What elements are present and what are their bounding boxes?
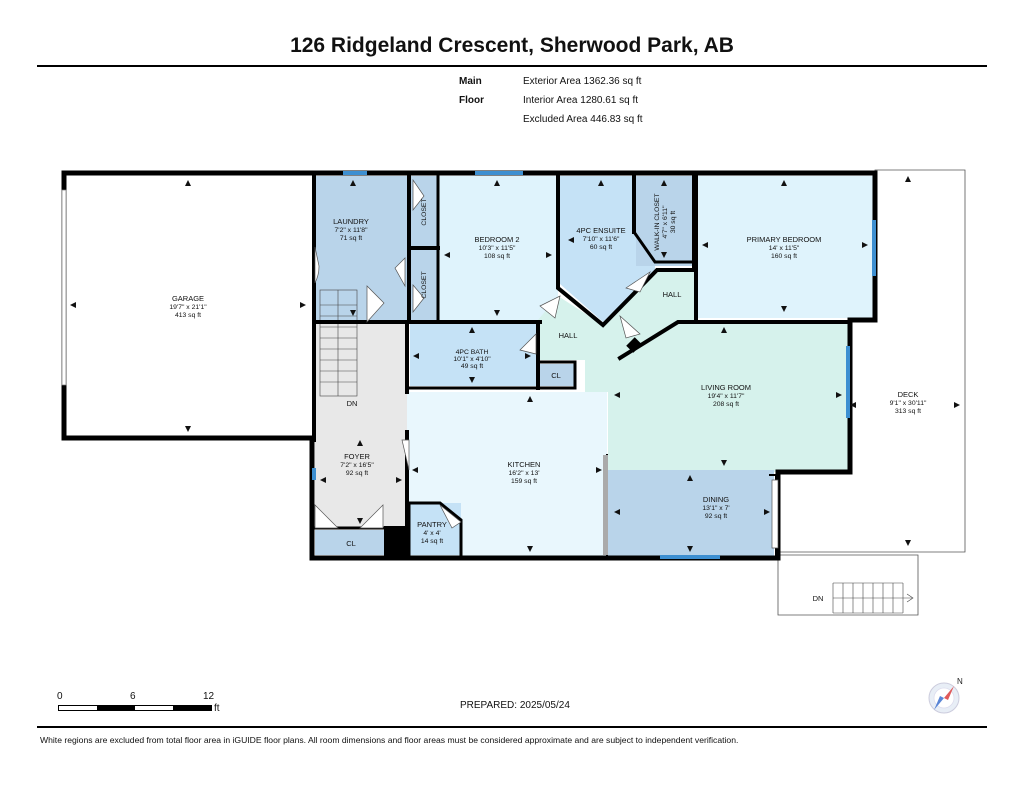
- primary-bedroom-label: PRIMARY BEDROOM: [747, 235, 822, 244]
- scale-bar: [58, 705, 212, 711]
- closet-upper-label: CLOSET: [421, 198, 428, 225]
- foyer-label: FOYER: [344, 452, 370, 461]
- dimension-markers: [70, 176, 960, 552]
- kitchen-area-text: 159 sq ft: [511, 478, 537, 485]
- deck-stairs-label: DN: [813, 594, 824, 603]
- room-labels: GARAGE 19'7" x 21'1" 413 sq ft LAUNDRY 7…: [169, 193, 927, 603]
- foyer-area-text: 92 sq ft: [346, 470, 368, 477]
- bedroom2-area-text: 108 sq ft: [484, 253, 510, 260]
- dining-dims: 13'1" x 7': [702, 505, 729, 512]
- compass-icon: N: [928, 677, 963, 714]
- bath-dims: 10'1" x 4'10": [453, 356, 491, 363]
- dining-label: DINING: [703, 495, 729, 504]
- deck-steps-area: [777, 554, 919, 616]
- bedroom2-area: [438, 176, 558, 321]
- scale-label-12: 12: [203, 691, 215, 702]
- foyer-dims: 7'2" x 16'5": [340, 462, 374, 469]
- bedroom2-label: BEDROOM 2: [474, 235, 519, 244]
- pantry-label: PANTRY: [417, 520, 447, 529]
- deck-label: DECK: [898, 390, 919, 399]
- primary-bedroom-dims: 14' x 11'5": [769, 245, 800, 252]
- bath-closet-area: [538, 364, 574, 386]
- ensuite-dims: 7'10" x 11'6": [583, 236, 620, 243]
- kitchen-dims: 16'2" x 13': [508, 470, 539, 477]
- interior-area: Interior Area 1280.61 sq ft: [523, 95, 639, 106]
- foyer-closet-area: [315, 530, 385, 555]
- kitchen-label: KITCHEN: [508, 460, 541, 469]
- living-room-dims: 19'4" x 11'7": [708, 393, 745, 400]
- bath-closet-label: CL: [551, 371, 561, 380]
- primary-bedroom-area: [696, 176, 874, 318]
- compass-north-label: N: [957, 677, 963, 686]
- foyer-area: [315, 322, 407, 528]
- bath-area-text: 49 sq ft: [461, 363, 483, 370]
- garage-door: [61, 189, 67, 386]
- windows: [312, 171, 876, 559]
- ensuite-label: 4PC ENSUITE: [576, 226, 625, 235]
- garage-label: GARAGE: [172, 294, 204, 303]
- footnote: White regions are excluded from total fl…: [40, 735, 739, 745]
- scale-label-6: 6: [130, 691, 136, 702]
- floor-label: Main Floor: [459, 76, 484, 106]
- doors: [314, 178, 779, 555]
- living-room-area-text: 208 sq ft: [713, 401, 739, 408]
- hall-lower-label: HALL: [559, 331, 578, 340]
- living-room-label: LIVING ROOM: [701, 383, 751, 392]
- deck-stairs: [832, 582, 914, 614]
- scale-label-0: 0: [57, 691, 63, 702]
- walkin-closet-dims: 4'7" x 6'11": [662, 205, 669, 239]
- header-rule: [37, 65, 987, 67]
- exterior-area: Exterior Area 1362.36 sq ft: [523, 76, 642, 87]
- garage-area: [64, 173, 312, 439]
- foyer-closet-label: CL: [346, 539, 356, 548]
- walkin-closet-area-text: 30 sq ft: [670, 211, 677, 233]
- pantry-area: [409, 503, 461, 555]
- garage-area-text: 413 sq ft: [175, 312, 201, 319]
- closet-lower-label: CLOSET: [421, 271, 428, 298]
- hall-upper-label: HALL: [663, 290, 682, 299]
- prepared-date: PREPARED: 2025/05/24: [460, 700, 570, 711]
- pantry-area-text: 14 sq ft: [421, 538, 443, 545]
- walkin-closet-label: WALK-IN CLOSET: [654, 193, 661, 250]
- laundry-area: [315, 176, 408, 321]
- footer-rule: [37, 726, 987, 728]
- interior-stairs: [319, 289, 358, 397]
- page-title: 126 Ridgeland Crescent, Sherwood Park, A…: [290, 34, 734, 57]
- laundry-area-text: 71 sq ft: [340, 235, 362, 242]
- garage-dims: 19'7" x 21'1": [169, 304, 207, 311]
- scale-seg-1: [97, 706, 135, 710]
- deck-area-text: 313 sq ft: [895, 408, 921, 415]
- primary-bedroom-area-text: 160 sq ft: [771, 253, 797, 260]
- bath-area: [410, 323, 536, 386]
- dining-area: [608, 470, 774, 556]
- scale-unit: ft: [214, 703, 220, 714]
- ensuite-area-text: 60 sq ft: [590, 244, 612, 251]
- bath-label: 4PC BATH: [456, 349, 489, 356]
- interior-stairs-label: DN: [347, 399, 358, 408]
- excluded-area: Excluded Area 446.83 sq ft: [523, 114, 643, 125]
- pantry-dims: 4' x 4': [423, 530, 440, 537]
- laundry-label: LAUNDRY: [333, 217, 369, 226]
- dining-area-text: 92 sq ft: [705, 513, 727, 520]
- deck-dims: 9'1" x 30'11": [890, 400, 927, 407]
- bedroom2-dims: 10'3" x 11'5": [479, 245, 516, 252]
- laundry-dims: 7'2" x 11'8": [335, 227, 369, 234]
- scale-seg-2: [173, 706, 211, 710]
